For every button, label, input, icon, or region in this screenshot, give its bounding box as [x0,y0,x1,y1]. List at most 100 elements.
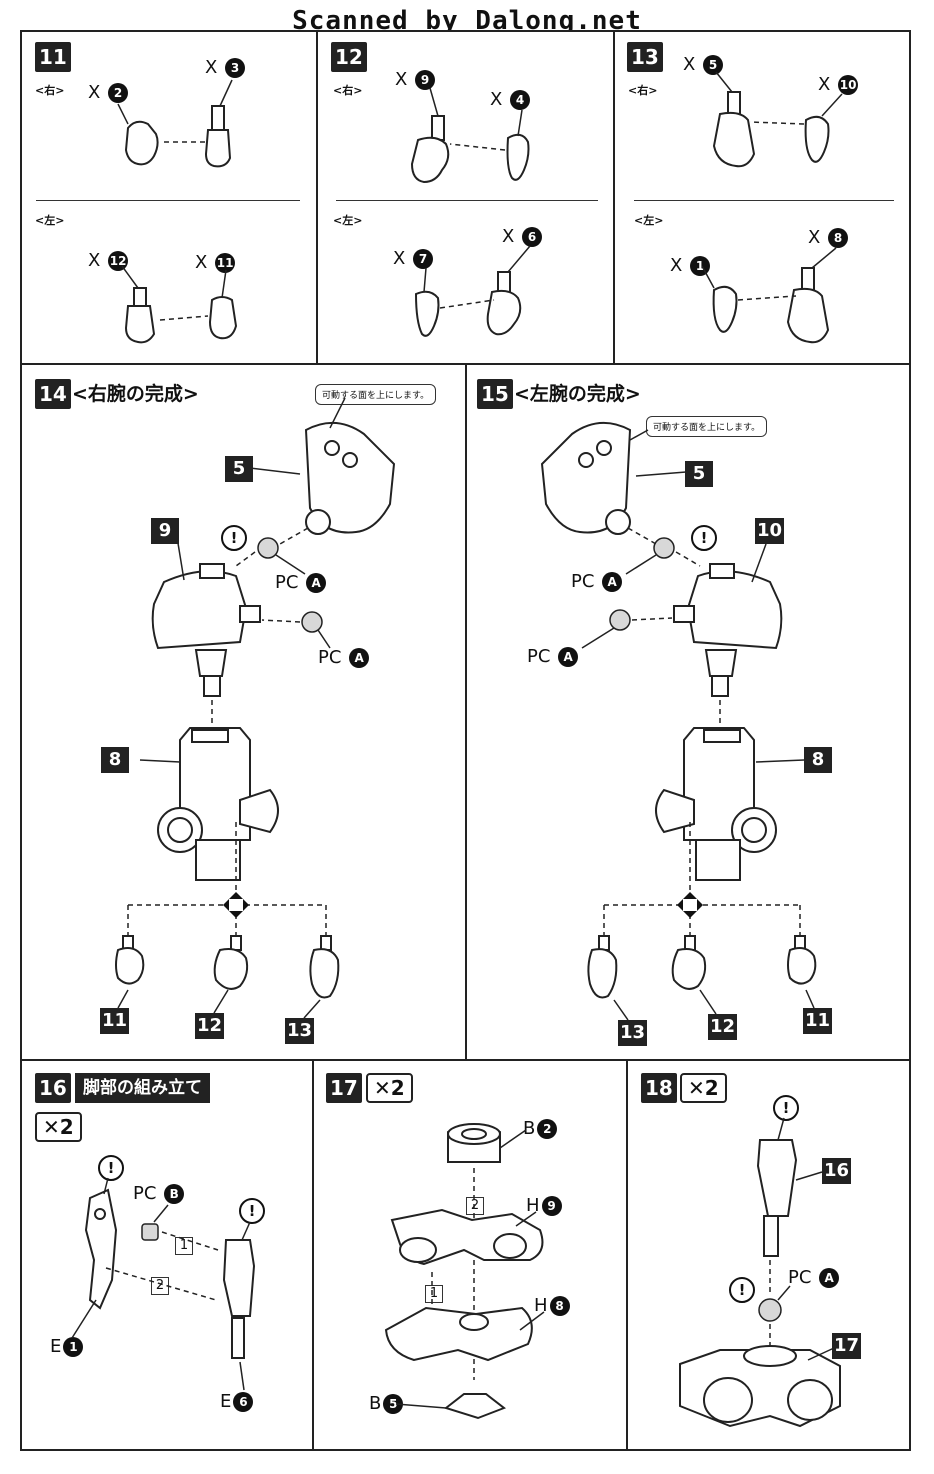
assembly-arrow [159,315,209,321]
label-part-13: 13 [618,1020,648,1046]
pc-ball [257,537,279,559]
step-15-note: 可動する面を上にします。 [646,416,768,437]
hand-part-2 [124,120,159,166]
pc-label: PC [571,571,595,592]
hand-part-7 [414,290,440,337]
label-part-9: 9 [151,518,179,544]
label-part-5: 5 [685,461,713,487]
step-16-number: 16 [35,1073,71,1103]
part-ref-x7: X 7 [393,248,434,270]
step-12-right-label: <右> [333,84,363,97]
elbow-peg [203,675,221,697]
step-12-number: 12 [331,42,367,72]
part-ref-x: X [195,252,208,273]
step-13-number: 13 [627,42,663,72]
pc-a-ref: PC A [527,646,579,668]
part-ref-x: X [88,82,101,103]
part-ref-x9: X 9 [395,69,436,91]
hand-option-11 [115,947,145,985]
pc-b-part [141,1223,159,1241]
part-number-badge: 5 [383,1394,404,1414]
part-ref-x3: X 3 [205,57,246,79]
part-ref-x: X [205,57,218,78]
part-number-badge: 9 [415,70,436,90]
part-ref-x4: X 4 [490,89,531,111]
shoulder-hole [596,440,612,456]
exclamation-icon: ! [98,1155,124,1181]
runner-letter: B [523,1118,536,1139]
pc-ball [609,609,631,631]
pc-ball [301,611,323,633]
hand-part-5 [712,111,756,168]
elbow-peg [673,605,695,623]
part-ref-x: X [818,74,831,95]
elbow-joint [704,649,738,677]
pc-letter-badge: A [819,1268,840,1288]
part-number-badge: 6 [233,1392,254,1412]
label-part-11: 11 [803,1008,833,1034]
assembly-arrow [675,551,701,567]
hand-part-4 [506,133,530,181]
elbow-joint [194,649,228,677]
step-13-divider [634,200,894,201]
forearm-side [239,788,279,834]
label-part-17: 17 [832,1333,862,1359]
step-13-panel [613,30,911,365]
runner-letter: H [534,1295,548,1316]
pc-letter-badge: B [164,1184,185,1204]
hand-option-11 [787,947,817,985]
part-ref-x12: X 12 [88,250,129,272]
exclamation-icon: ! [221,525,247,551]
wrist-socket-inner [741,817,767,843]
hand-part-1 [712,285,738,333]
elbow-peg [239,605,261,623]
step-12-left-label: <左> [333,214,363,227]
hand-option-12 [213,948,249,990]
shoulder-hole [305,509,331,535]
step-11-right-label: <右> [35,84,65,97]
part-ref-x: X [395,69,408,90]
part-ref-x: X [393,248,406,269]
part-ref-x10: X 10 [818,74,859,96]
part-ref-x: X [670,255,683,276]
hand-part-9 [410,136,450,184]
wrist-socket-inner [167,817,193,843]
pc-letter-badge: A [349,648,370,668]
hand-part-6 [486,289,522,336]
part-number-badge: 8 [549,1296,570,1316]
pc-label: PC [527,646,551,667]
leg-part-e6 [222,1239,256,1317]
part-number-badge: 9 [541,1196,562,1216]
assembly-arrow [449,143,506,151]
part-number-badge: 2 [108,83,129,103]
step-14-number: 14 [35,379,71,409]
exclamation-icon: ! [239,1198,265,1224]
assembly-arrow [737,295,797,301]
assembly-arrow [439,299,495,309]
part-number-badge: 1 [63,1337,84,1357]
shoulder-hole [578,452,594,468]
pc-a-ref: PC A [788,1267,840,1289]
step-11-panel [20,30,318,365]
step-17-number: 17 [326,1073,362,1103]
step-11-number: 11 [35,42,71,72]
forearm-bottom [695,839,741,881]
runner-letter: B [369,1393,382,1414]
exclamation-icon: ! [773,1095,799,1121]
label-part-11: 11 [100,1008,130,1034]
elbow-peg [711,675,729,697]
shoulder-hole [605,509,631,535]
step-17-quantity: ✕2 [366,1073,413,1103]
pc-a-ref: PC A [318,647,370,669]
label-part-12: 12 [195,1013,225,1039]
pc-letter-badge: A [602,572,623,592]
shoulder-hole [324,440,340,456]
label-part-8: 8 [804,747,832,773]
assembly-arrow [261,619,301,623]
